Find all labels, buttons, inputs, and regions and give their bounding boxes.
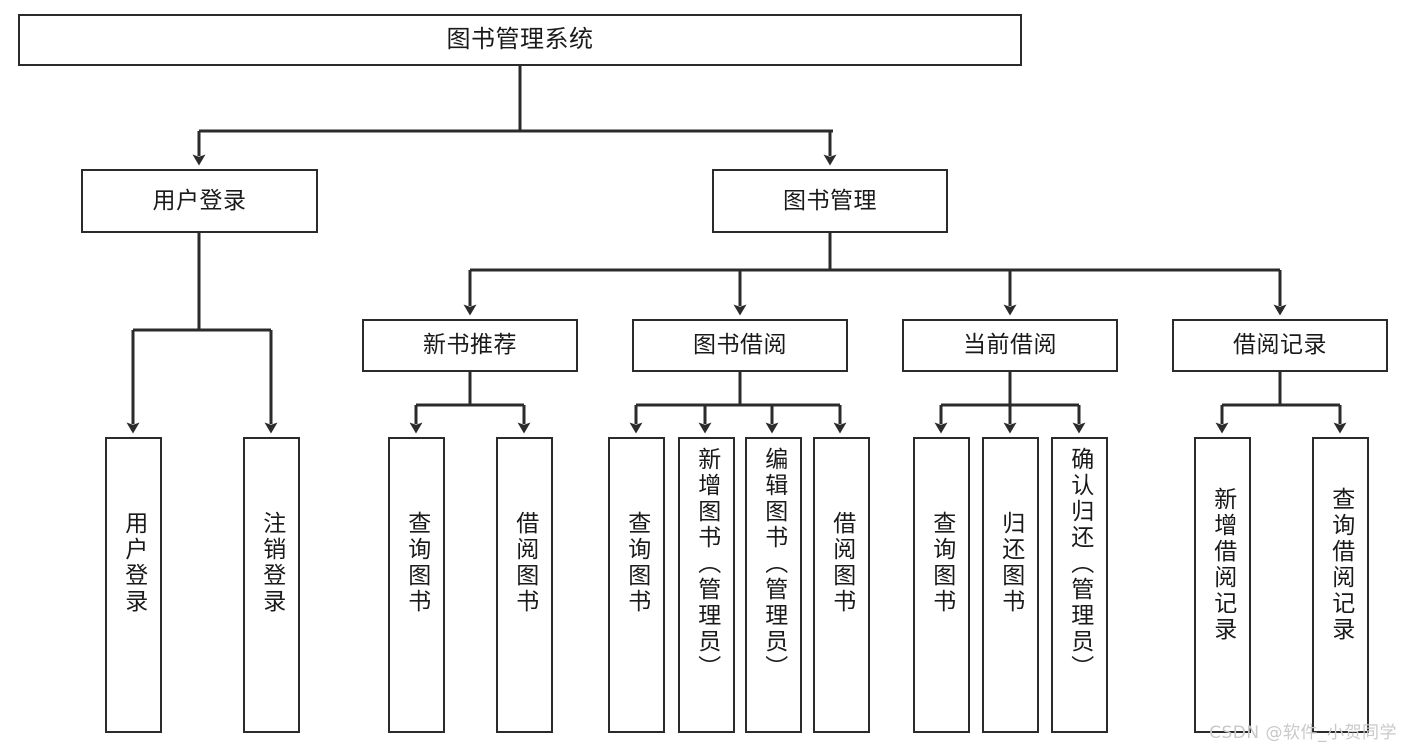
leaf-borrow-add-book-admin-label: 新增图书（管理员） [693, 447, 720, 681]
leaf-borrow-borrow-book[interactable]: 借阅图书 [813, 437, 870, 733]
node-new-book-recommend-label: 新书推荐 [423, 332, 517, 359]
node-root-label: 图书管理系统 [446, 25, 594, 54]
leaf-borrow-query-book[interactable]: 查询图书 [608, 437, 665, 733]
leaf-record-add-label: 新增借阅记录 [1209, 487, 1236, 643]
leaf-user-login-signout[interactable]: 注销登录 [243, 437, 300, 733]
leaf-current-confirm-return-admin-label: 确认归还（管理员） [1066, 447, 1093, 681]
leaf-record-query[interactable]: 查询借阅记录 [1312, 437, 1369, 733]
leaf-new-book-borrow-label: 借阅图书 [511, 511, 538, 615]
leaf-current-return-book-label: 归还图书 [997, 511, 1024, 615]
node-user-login[interactable]: 用户登录 [81, 169, 318, 233]
leaf-record-add[interactable]: 新增借阅记录 [1194, 437, 1251, 733]
leaf-current-query-book-label: 查询图书 [928, 511, 955, 615]
node-borrow-record[interactable]: 借阅记录 [1172, 319, 1388, 372]
leaf-new-book-query[interactable]: 查询图书 [388, 437, 445, 733]
node-book-management[interactable]: 图书管理 [712, 169, 948, 233]
leaf-new-book-borrow[interactable]: 借阅图书 [496, 437, 553, 733]
node-current-borrow[interactable]: 当前借阅 [902, 319, 1118, 372]
watermark: CSDN @软件_小贺同学 [1209, 723, 1397, 743]
leaf-current-query-book[interactable]: 查询图书 [913, 437, 970, 733]
leaf-user-login-signin-label: 用户登录 [120, 511, 147, 615]
node-book-borrow[interactable]: 图书借阅 [632, 319, 848, 372]
leaf-new-book-query-label: 查询图书 [403, 511, 430, 615]
node-borrow-record-label: 借阅记录 [1233, 332, 1327, 359]
node-current-borrow-label: 当前借阅 [963, 332, 1057, 359]
leaf-user-login-signout-label: 注销登录 [258, 511, 285, 615]
leaf-user-login-signin[interactable]: 用户登录 [105, 437, 162, 733]
node-root[interactable]: 图书管理系统 [18, 14, 1022, 66]
leaf-current-return-book[interactable]: 归还图书 [982, 437, 1039, 733]
node-new-book-recommend[interactable]: 新书推荐 [362, 319, 578, 372]
leaf-borrow-borrow-book-label: 借阅图书 [828, 511, 855, 615]
node-user-login-label: 用户登录 [152, 187, 247, 214]
leaf-record-query-label: 查询借阅记录 [1327, 487, 1354, 643]
leaf-borrow-query-book-label: 查询图书 [623, 511, 650, 615]
leaf-current-confirm-return-admin[interactable]: 确认归还（管理员） [1051, 437, 1108, 733]
leaf-borrow-edit-book-admin[interactable]: 编辑图书（管理员） [745, 437, 802, 733]
node-book-borrow-label: 图书借阅 [693, 332, 787, 359]
leaf-borrow-add-book-admin[interactable]: 新增图书（管理员） [678, 437, 735, 733]
node-book-management-label: 图书管理 [783, 187, 877, 214]
leaf-borrow-edit-book-admin-label: 编辑图书（管理员） [760, 447, 787, 681]
